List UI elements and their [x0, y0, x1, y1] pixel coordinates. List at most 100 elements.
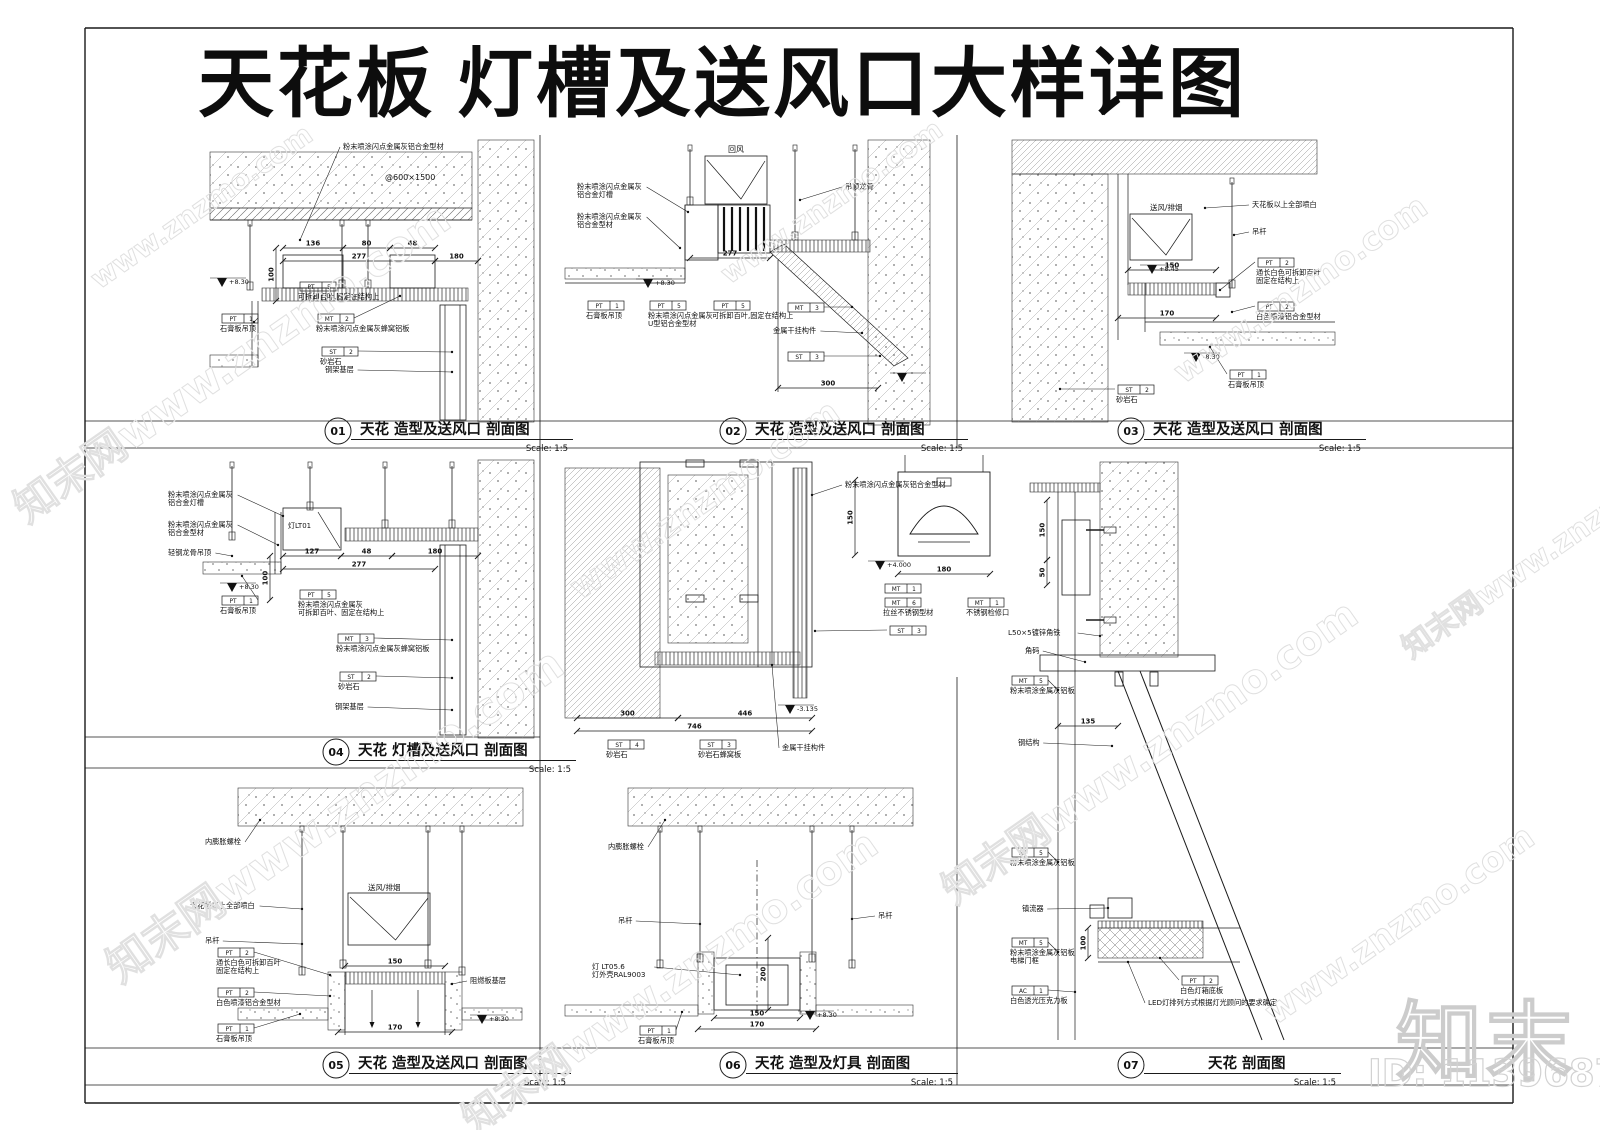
- svg-text:+8.30: +8.30: [489, 1015, 509, 1023]
- svg-text:-8.30: -8.30: [1203, 353, 1220, 361]
- svg-text:135: 135: [1081, 718, 1096, 726]
- svg-text:06: 06: [725, 1059, 741, 1072]
- svg-text:446: 446: [738, 710, 753, 718]
- svg-text:白色灯箱底板: 白色灯箱底板: [1180, 986, 1223, 995]
- svg-text:灯外壳RAL9003: 灯外壳RAL9003: [592, 970, 645, 979]
- svg-text:1: 1: [615, 304, 619, 310]
- svg-text:1: 1: [249, 599, 253, 605]
- svg-text:@600×1500: @600×1500: [385, 173, 435, 182]
- svg-text:吊杆: 吊杆: [878, 911, 892, 920]
- svg-text:5: 5: [327, 285, 331, 291]
- svg-text:可拆卸百叶,固定在结构上: 可拆卸百叶,固定在结构上: [298, 292, 379, 301]
- svg-text:钢结构: 钢结构: [1018, 738, 1040, 747]
- svg-text:ST: ST: [615, 743, 623, 749]
- svg-text:ST: ST: [347, 675, 355, 681]
- svg-text:回风: 回风: [728, 145, 744, 154]
- svg-text:127: 127: [305, 548, 320, 556]
- svg-text:PT: PT: [657, 304, 664, 310]
- svg-text:Scale: 1:5: Scale: 1:5: [529, 765, 571, 775]
- svg-text:PT: PT: [1265, 261, 1272, 267]
- svg-text:MT: MT: [892, 587, 901, 593]
- svg-text:170: 170: [388, 1024, 403, 1032]
- svg-text:+8.30: +8.30: [229, 278, 249, 286]
- svg-text:石膏板吊顶: 石膏板吊顶: [220, 606, 256, 615]
- svg-text:150: 150: [750, 1010, 765, 1018]
- svg-text:80: 80: [362, 240, 372, 248]
- svg-text:5: 5: [327, 593, 331, 599]
- svg-text:石膏板吊顶: 石膏板吊顶: [216, 1034, 252, 1043]
- svg-text:150: 150: [1039, 523, 1047, 538]
- svg-text:石膏板吊顶: 石膏板吊顶: [220, 324, 256, 333]
- svg-text:Scale: 1:5: Scale: 1:5: [911, 1078, 953, 1088]
- svg-text:电梯门框: 电梯门框: [1010, 956, 1039, 965]
- svg-text:2: 2: [345, 317, 349, 323]
- svg-text:PT: PT: [225, 1027, 232, 1033]
- svg-text:金属干挂构件: 金属干挂构件: [773, 326, 816, 335]
- svg-text:L50×5镀锌角铁: L50×5镀锌角铁: [1008, 628, 1061, 637]
- svg-text:白色喷漆铝合金型材: 白色喷漆铝合金型材: [1256, 312, 1321, 321]
- svg-text:1: 1: [1039, 989, 1043, 995]
- svg-text:170: 170: [750, 1021, 765, 1029]
- svg-text:AC: AC: [1019, 989, 1027, 995]
- svg-text:天花 造型及送风口 剖面图: 天花 造型及送风口 剖面图: [360, 420, 530, 438]
- svg-text:MT: MT: [1019, 851, 1028, 857]
- svg-text:07: 07: [1123, 1059, 1138, 1072]
- svg-text:2: 2: [245, 991, 249, 997]
- svg-text:300: 300: [821, 380, 836, 388]
- svg-text:拉丝不锈钢型材: 拉丝不锈钢型材: [883, 608, 933, 617]
- svg-text:3: 3: [815, 306, 819, 312]
- svg-text:PT: PT: [647, 1029, 654, 1035]
- svg-text:可拆卸百叶、固定在结构上: 可拆卸百叶、固定在结构上: [298, 608, 384, 617]
- sheet-grid: [84, 27, 1514, 1104]
- svg-text:粉末喷涂闪点金属灰蜂窝铝板: 粉末喷涂闪点金属灰蜂窝铝板: [336, 644, 429, 653]
- svg-text:粉末喷涂闪点金属灰: 粉末喷涂闪点金属灰: [577, 182, 642, 191]
- svg-text:U型铝合金型材: U型铝合金型材: [648, 319, 696, 328]
- svg-text:2: 2: [1145, 388, 1149, 394]
- svg-text:不锈钢检修口: 不锈钢检修口: [966, 608, 1009, 617]
- svg-text:1: 1: [1257, 373, 1261, 379]
- svg-text:05: 05: [328, 1059, 343, 1072]
- svg-text:LED灯排列方式根据灯光顾问的要求确定: LED灯排列方式根据灯光顾问的要求确定: [1148, 998, 1277, 1007]
- svg-text:阻燃板基层: 阻燃板基层: [470, 976, 506, 985]
- svg-text:铝合金型材: 铝合金型材: [577, 220, 613, 229]
- svg-text:MT: MT: [345, 637, 354, 643]
- svg-text:180: 180: [449, 253, 464, 261]
- svg-text:2: 2: [1209, 979, 1213, 985]
- svg-text:6: 6: [912, 601, 916, 607]
- svg-text:可拆卸百叶,固定在结构上: 可拆卸百叶,固定在结构上: [712, 311, 793, 320]
- svg-text:吊顶龙骨: 吊顶龙骨: [845, 182, 874, 191]
- svg-text:277: 277: [352, 253, 367, 261]
- svg-text:PT: PT: [1265, 305, 1272, 311]
- page-title: 天花板 灯槽及送风口大样详图: [198, 43, 1247, 127]
- svg-text:5: 5: [1039, 941, 1043, 947]
- svg-text:粉末喷涂闪点金属灰: 粉末喷涂闪点金属灰: [168, 490, 233, 499]
- svg-text:PT: PT: [229, 599, 236, 605]
- svg-text:PT: PT: [1189, 979, 1196, 985]
- svg-text:100: 100: [262, 571, 270, 586]
- svg-text:通长白色可拆卸百叶: 通长白色可拆卸百叶: [1256, 268, 1321, 277]
- svg-text:277: 277: [723, 250, 738, 258]
- svg-text:1: 1: [245, 1027, 249, 1033]
- svg-text:03: 03: [1123, 425, 1138, 438]
- svg-text:粉末喷涂闪点金属灰: 粉末喷涂闪点金属灰: [648, 311, 713, 320]
- svg-text:铝合金型材: 铝合金型材: [168, 528, 204, 537]
- svg-text:+8.45: +8.45: [1159, 265, 1179, 273]
- svg-text:ST: ST: [707, 743, 715, 749]
- svg-text:PT: PT: [595, 304, 602, 310]
- svg-text:5: 5: [1039, 851, 1043, 857]
- svg-text:砂岩石蜂窝板: 砂岩石蜂窝板: [698, 750, 741, 759]
- svg-text:3: 3: [365, 637, 369, 643]
- svg-text:送风/排烟: 送风/排烟: [1150, 202, 1183, 212]
- svg-text:200: 200: [760, 967, 768, 982]
- svg-text:PT: PT: [307, 285, 314, 291]
- svg-text:铝合金灯槽: 铝合金灯槽: [168, 498, 204, 507]
- svg-text:48: 48: [362, 548, 372, 556]
- svg-text:-3.135: -3.135: [797, 705, 818, 713]
